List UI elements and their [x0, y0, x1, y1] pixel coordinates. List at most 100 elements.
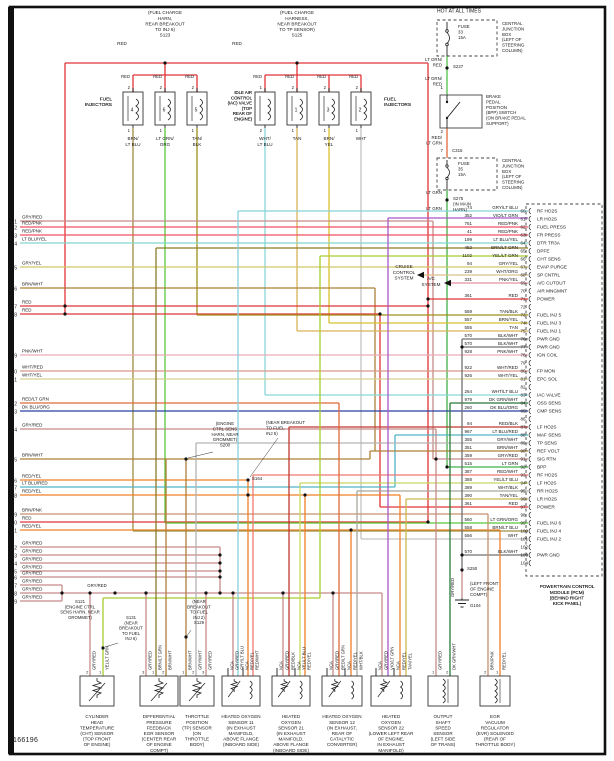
svg-text:BRN/WHT: BRN/WHT — [167, 650, 172, 670]
svg-text:18: 18 — [11, 494, 17, 500]
svg-text:361: 361 — [464, 293, 472, 298]
svg-text:4: 4 — [14, 242, 17, 248]
svg-text:331: 331 — [464, 277, 472, 282]
svg-text:RED: RED — [508, 501, 518, 506]
svg-text:70: 70 — [521, 289, 527, 294]
dpfe-sensor — [139, 675, 179, 707]
svg-text:41: 41 — [467, 229, 473, 234]
svg-text:RED: RED — [121, 74, 130, 79]
svg-text:61: 61 — [521, 217, 527, 222]
svg-text:80: 80 — [521, 369, 527, 374]
svg-text:PWR GND: PWR GND — [537, 553, 560, 558]
svg-text:BLK/WHT: BLK/WHT — [498, 549, 518, 554]
svg-text:RED/LT GRN: RED/LT GRN — [22, 396, 49, 401]
svg-text:555: 555 — [464, 325, 472, 330]
svg-text:8: 8 — [14, 313, 17, 319]
svg-text:SP CNTRL: SP CNTRL — [537, 273, 560, 278]
svg-text:RED/PNK: RED/PNK — [498, 221, 518, 226]
svg-text:GRY/WHT: GRY/WHT — [497, 437, 518, 442]
svg-text:RED: RED — [22, 299, 32, 304]
svg-text:1: 1 — [152, 670, 155, 675]
svg-text:DPFE: DPFE — [537, 249, 550, 254]
svg-text:YEL/LT BLU: YEL/LT BLU — [493, 477, 518, 482]
svg-text:HOT AT ALL TIMES: HOT AT ALL TIMES — [437, 9, 482, 15]
svg-text:389: 389 — [464, 485, 472, 490]
svg-text:264: 264 — [464, 389, 472, 394]
svg-text:65: 65 — [521, 249, 527, 254]
svg-text:15: 15 — [11, 458, 17, 464]
svg-text:27: 27 — [11, 584, 17, 590]
svg-text:99: 99 — [521, 521, 527, 526]
svg-text:WHT/YEL: WHT/YEL — [22, 372, 42, 377]
iac-valve — [254, 91, 276, 126]
svg-text:2: 2 — [356, 85, 359, 90]
svg-text:WHT/ORG: WHT/ORG — [496, 269, 518, 274]
svg-text:GRY/RED: GRY/RED — [22, 214, 43, 219]
svg-text:76: 76 — [521, 337, 527, 342]
svg-text:GRY/RED: GRY/RED — [147, 651, 152, 670]
svg-text:RED/WHT: RED/WHT — [254, 650, 259, 670]
svg-text:OSS SENS: OSS SENS — [537, 401, 561, 406]
svg-text:20: 20 — [11, 521, 17, 527]
svg-text:2: 2 — [192, 85, 195, 90]
svg-text:LF HO2S: LF HO2S — [537, 425, 557, 430]
svg-text:PWR GND: PWR GND — [537, 337, 560, 342]
svg-text:74: 74 — [521, 321, 527, 326]
svg-text:560: 560 — [464, 517, 472, 522]
svg-text:RED/PNK: RED/PNK — [22, 228, 42, 233]
svg-text:89: 89 — [521, 441, 527, 446]
svg-text:75: 75 — [521, 329, 527, 334]
svg-text:RED: RED — [508, 293, 518, 298]
svg-text:452: 452 — [464, 245, 472, 250]
svg-text:3: 3 — [14, 234, 17, 240]
ho2s-12 — [321, 675, 363, 707]
svg-text:102: 102 — [521, 545, 529, 550]
svg-text:GRY/LT BLU: GRY/LT BLU — [239, 646, 244, 670]
svg-text:1: 1 — [182, 670, 185, 675]
svg-text:928: 928 — [464, 349, 472, 354]
svg-text:GRY/RED: GRY/RED — [22, 548, 43, 553]
svg-text:BRN/LT BLU: BRN/LT BLU — [125, 136, 140, 147]
svg-text:2: 2 — [324, 85, 327, 90]
svg-text:29: 29 — [11, 600, 17, 606]
svg-text:81: 81 — [521, 377, 527, 382]
svg-text:TAN: TAN — [293, 136, 302, 141]
svg-text:FR PRESS: FR PRESS — [537, 233, 560, 238]
svg-text:WHT/LT BLU: WHT/LT BLU — [257, 136, 272, 147]
svg-text:82: 82 — [521, 385, 527, 390]
svg-text:BPP: BPP — [537, 465, 546, 470]
svg-text:POWER: POWER — [537, 505, 555, 510]
svg-text:NCA: NCA — [278, 661, 283, 670]
svg-text:77: 77 — [521, 345, 527, 350]
svg-text:RED/PNK: RED/PNK — [22, 220, 42, 225]
svg-text:PNK/WHT: PNK/WHT — [22, 348, 43, 353]
ho2s-22 — [370, 675, 412, 707]
svg-text:RED/BLK: RED/BLK — [499, 421, 518, 426]
svg-text:NCA: NCA — [244, 661, 249, 670]
svg-text:LT GRN/RED: LT GRN/RED — [425, 57, 443, 67]
svg-text:LT GRN/ORG: LT GRN/ORG — [156, 136, 174, 147]
svg-text:GRY/RED: GRY/RED — [22, 594, 43, 599]
svg-text:WHT: WHT — [356, 136, 367, 141]
svg-text:3: 3 — [142, 670, 145, 675]
svg-text:7: 7 — [14, 305, 17, 311]
svg-text:557: 557 — [464, 317, 472, 322]
svg-text:BRN/WHT: BRN/WHT — [497, 445, 518, 450]
svg-text:LT BLU/RED: LT BLU/RED — [492, 429, 518, 434]
svg-text:REF VOLT: REF VOLT — [537, 449, 560, 454]
svg-text:78: 78 — [521, 353, 527, 358]
svg-text:CMP SENS: CMP SENS — [537, 409, 561, 414]
svg-text:4: 4 — [131, 108, 134, 114]
svg-text:FUEL INJ 2: FUEL INJ 2 — [537, 537, 561, 542]
svg-text:RED: RED — [317, 74, 326, 79]
pcm-connector-box — [525, 203, 603, 577]
svg-text:14: 14 — [11, 428, 17, 434]
svg-text:RED/WHT: RED/WHT — [497, 469, 518, 474]
svg-text:RED/BLK: RED/BLK — [290, 652, 295, 670]
svg-text:25: 25 — [11, 570, 17, 576]
